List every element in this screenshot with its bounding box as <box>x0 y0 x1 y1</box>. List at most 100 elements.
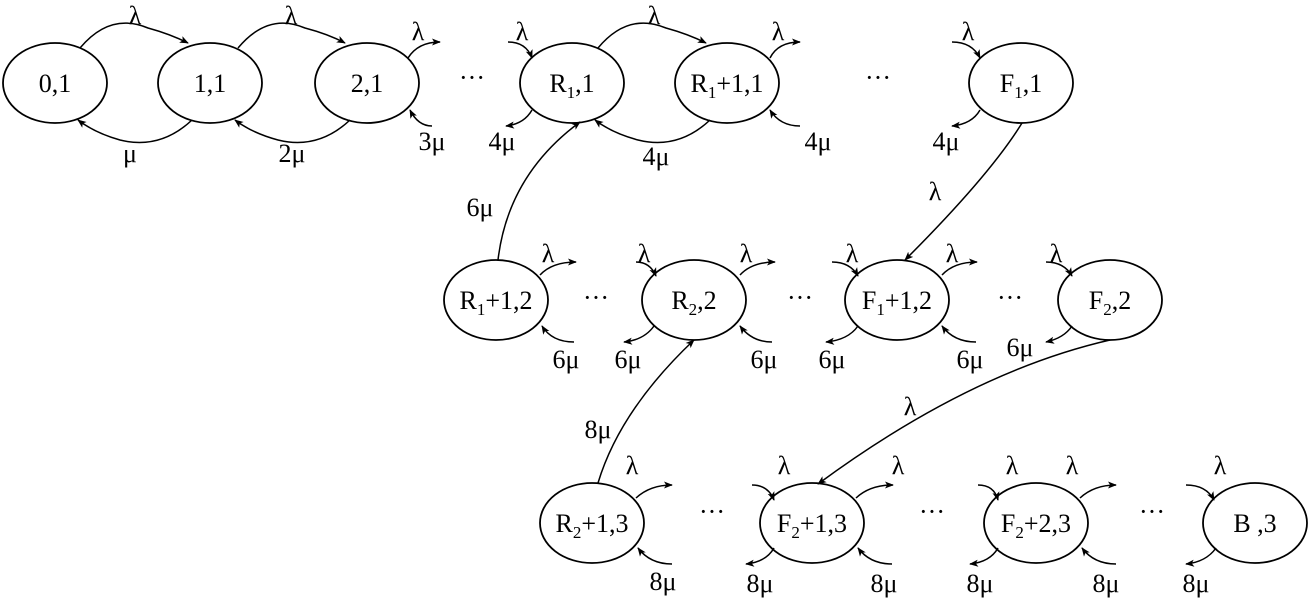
rate-label: 6μ <box>819 345 846 374</box>
arc-F2plus2-3-in <box>977 484 1000 501</box>
rate-label: λ <box>962 17 975 46</box>
rate-label: λ <box>946 239 959 268</box>
arc-R2plus1-3-to-R2-2 <box>597 339 695 484</box>
ellipsis: ··· <box>787 283 813 312</box>
state-R1-1-label: R1,1 <box>549 69 594 102</box>
arc-F1plus1-2-in <box>831 261 859 277</box>
state-F1-1: F1,1 <box>968 42 1074 124</box>
state-R1plus1-1-label: R1+1,1 <box>690 69 763 102</box>
rate-label: λ <box>129 1 142 30</box>
state-F1-1-label: F1,1 <box>1000 69 1042 102</box>
arc-R2plus1-3-out <box>635 481 673 499</box>
rate-label: 6μ <box>467 193 494 222</box>
arc-1-1-to-2-1 <box>237 22 346 49</box>
state-0-1-label: 0,1 <box>39 69 72 98</box>
rate-label: 8μ <box>871 569 898 598</box>
rate-label: 8μ <box>650 567 677 596</box>
rate-label: 6μ <box>553 345 580 374</box>
arc-F2-2-in <box>1045 261 1073 277</box>
rate-label: 6μ <box>957 345 984 374</box>
rate-label: 6μ <box>615 345 642 374</box>
arc-R2-2-out <box>739 258 776 276</box>
rate-label: λ <box>285 1 298 30</box>
arc-F2plus1-3-in <box>751 484 775 501</box>
state-F2plus1-3-label: F2+1,3 <box>777 509 847 542</box>
rate-label: λ <box>1006 451 1019 480</box>
arc-1-1-to-0-1 <box>77 119 193 144</box>
state-1-1: 1,1 <box>157 42 263 124</box>
rate-label: 6μ <box>751 345 778 374</box>
arc-2-1-in <box>409 109 433 127</box>
ellipsis: ··· <box>699 497 725 526</box>
state-F1plus1-2-label: F1+1,2 <box>862 286 932 319</box>
rate-label: 8μ <box>967 569 994 598</box>
rate-label: λ <box>542 239 555 268</box>
arc-R1plus1-2-out <box>539 258 577 276</box>
arc-R2-2-in-right <box>739 325 773 343</box>
state-R1plus1-1: R1+1,1 <box>674 42 780 124</box>
rate-label: λ <box>740 239 753 268</box>
rate-label: 8μ <box>1183 569 1210 598</box>
state-R2-2-label: R2,2 <box>671 286 716 319</box>
ellipsis: ··· <box>459 63 485 92</box>
rate-label: λ <box>638 239 651 268</box>
arc-F1plus1-2-out-left <box>825 325 859 345</box>
rate-label: λ <box>892 451 905 480</box>
arc-R1-1-to-R1plus1-1 <box>597 22 707 49</box>
state-R2-2: R2,2 <box>641 259 747 341</box>
ellipsis: ··· <box>1139 497 1165 526</box>
ellipsis: ··· <box>997 283 1023 312</box>
rate-label: λ <box>778 451 791 480</box>
state-F2plus1-3: F2+1,3 <box>759 482 865 564</box>
state-R2plus1-3: R2+1,3 <box>539 482 645 564</box>
arc-F2-2-to-F2plus1-3 <box>817 339 1111 485</box>
arc-B-3-in <box>1185 484 1215 501</box>
state-0-1: 0,1 <box>2 42 108 124</box>
rate-label: λ <box>772 17 785 46</box>
rate-label: λ <box>904 392 917 421</box>
arc-F1plus1-2-in-right <box>941 325 977 343</box>
rate-label: λ <box>412 17 425 46</box>
arc-R2-2-out-left <box>623 325 655 345</box>
rate-label: 8μ <box>585 415 612 444</box>
arc-0-1-to-1-1 <box>79 22 189 49</box>
arc-F2plus2-3-out <box>1079 481 1117 499</box>
ellipsis: ··· <box>583 283 609 312</box>
rate-label: 6μ <box>1007 333 1034 362</box>
state-B-3: B ,3 <box>1202 482 1308 564</box>
arc-F1plus1-2-out <box>941 258 978 276</box>
rate-label: 2μ <box>279 139 306 168</box>
state-F2-2: F2,2 <box>1057 259 1163 341</box>
arc-R1plus1-1-in <box>769 109 801 127</box>
arc-R1plus1-2-to-R1-1 <box>497 121 581 261</box>
arc-F2plus2-3-out-left <box>969 547 999 567</box>
state-R1plus1-2-label: R1+1,2 <box>459 286 532 319</box>
arc-F1-1-in <box>951 41 981 59</box>
arc-2-1-out <box>407 38 441 59</box>
rate-label: 8μ <box>1093 569 1120 598</box>
arc-R1plus1-1-to-R1-1 <box>594 119 711 144</box>
state-F2-2-label: F2,2 <box>1089 286 1131 319</box>
arc-F1-1-to-F1plus1-2 <box>904 122 1023 261</box>
arc-R1-1-out <box>505 109 533 129</box>
arc-R1plus1-2-in <box>541 325 575 343</box>
arc-R1-1-in <box>507 41 533 59</box>
rate-label: 4μ <box>933 127 960 156</box>
state-R2plus1-3-label: R2+1,3 <box>555 509 628 542</box>
rate-label: λ <box>1050 239 1063 268</box>
arc-F2plus2-3-in-right <box>1081 547 1117 565</box>
rate-label: 4μ <box>489 127 516 156</box>
rate-label: λ <box>626 451 639 480</box>
rate-label: 8μ <box>747 569 774 598</box>
arc-F2plus1-3-in-right <box>857 547 893 565</box>
arc-R2plus1-3-in <box>637 547 673 565</box>
rate-label: μ <box>123 139 137 168</box>
state-F2plus2-3-label: F2+2,3 <box>1001 509 1071 542</box>
arc-2-1-to-1-1 <box>234 119 351 144</box>
arc-F2-2-out-left <box>1045 325 1073 344</box>
state-R1plus1-2: R1+1,2 <box>443 259 549 341</box>
rate-label: 4μ <box>805 127 832 156</box>
state-F2plus2-3: F2+2,3 <box>983 482 1089 564</box>
arc-R1plus1-1-out <box>769 38 801 59</box>
